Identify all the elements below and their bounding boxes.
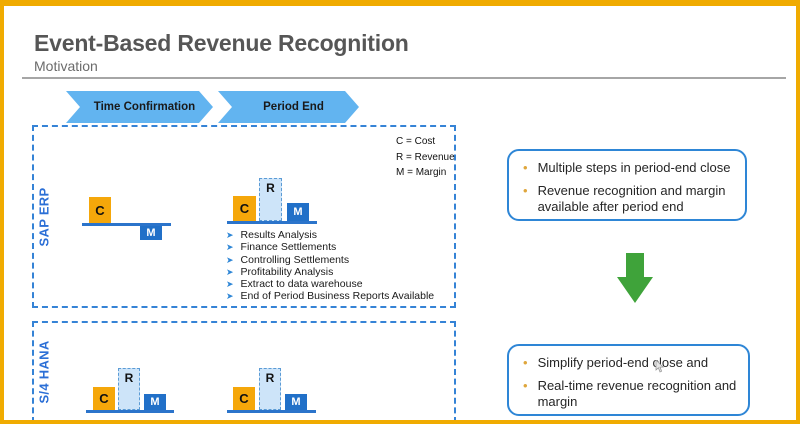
lane-label-sap-erp: SAP ERP bbox=[36, 187, 52, 246]
arrow-bullet-icon: ➤ bbox=[226, 230, 234, 240]
arrow-bullet-icon: ➤ bbox=[226, 254, 234, 265]
list-item: ➤ Extract to data warehouse bbox=[226, 278, 458, 290]
legend: C = Cost R = Revenue M = Margin bbox=[396, 134, 455, 181]
down-arrow bbox=[617, 253, 653, 303]
page-title: Event-Based Revenue Recognition bbox=[34, 30, 409, 56]
list-item-label: End of Period Business Reports Available bbox=[240, 290, 435, 303]
bullet-dot-icon: • bbox=[523, 378, 528, 393]
arrow-bullet-icon: ➤ bbox=[226, 279, 234, 290]
callout-erp-summary: • Multiple steps in period-end close • R… bbox=[507, 149, 747, 221]
callout-item: • Multiple steps in period-end close bbox=[519, 160, 737, 176]
margin-bar: M bbox=[287, 203, 309, 221]
arrow-bullet-icon: ➤ bbox=[226, 291, 234, 302]
margin-bar: M bbox=[140, 226, 162, 240]
cost-bar: C bbox=[233, 196, 256, 221]
callout-item: • Revenue recognition and margin availab… bbox=[519, 183, 737, 215]
legend-line-margin: M = Margin bbox=[396, 167, 447, 178]
legend-line-revenue: R = Revenue bbox=[396, 151, 455, 163]
process-step-label: Period End bbox=[263, 101, 324, 113]
bullet-dot-icon: • bbox=[523, 160, 528, 175]
chart-baseline bbox=[227, 221, 317, 224]
revenue-bar: R bbox=[259, 368, 281, 410]
legend-line-cost: C = Cost bbox=[396, 136, 436, 147]
list-item: ➤ Controlling Settlements bbox=[226, 254, 458, 266]
callout-item-label: Multiple steps in period-end close bbox=[537, 160, 731, 175]
lane-sap-erp: SAP ERP bbox=[32, 125, 456, 308]
cost-bar: C bbox=[93, 387, 115, 410]
erp-period-end-steps: ➤ Results Analysis ➤ Finance Settlements… bbox=[226, 229, 458, 303]
process-step-label: Time Confirmation bbox=[93, 101, 196, 113]
cost-bar: C bbox=[233, 387, 255, 410]
arrow-bullet-icon: ➤ bbox=[226, 242, 234, 253]
bullet-dot-icon: • bbox=[523, 183, 528, 198]
revenue-bar: R bbox=[259, 178, 282, 221]
list-item: ➤ Results Analysis bbox=[226, 229, 458, 241]
lane-label-s4-hana: S/4 HANA bbox=[36, 340, 52, 404]
list-item: ➤ Profitability Analysis bbox=[226, 266, 458, 278]
cost-bar: C bbox=[89, 197, 111, 223]
arrow-bullet-icon: ➤ bbox=[226, 266, 234, 277]
mouse-cursor-icon bbox=[655, 359, 664, 378]
list-item-label: Results Analysis bbox=[240, 229, 317, 241]
list-item: ➤ End of Period Business Reports Availab… bbox=[226, 290, 458, 302]
page-subtitle: Motivation bbox=[34, 58, 98, 74]
list-item-label: Profitability Analysis bbox=[240, 265, 334, 278]
process-step-time-confirmation: Time Confirmation bbox=[66, 91, 213, 123]
callout-hana-summary: • Simplify period-end close and • Real-t… bbox=[507, 344, 750, 416]
chart-baseline bbox=[86, 410, 174, 413]
callout-item-label: Real-time revenue recognition and margin bbox=[537, 378, 737, 409]
bullet-dot-icon: • bbox=[523, 355, 528, 370]
chart-baseline bbox=[82, 223, 171, 226]
title-divider bbox=[22, 77, 786, 79]
callout-item: • Real-time revenue recognition and marg… bbox=[519, 378, 740, 410]
margin-bar: M bbox=[144, 394, 166, 410]
callout-item-label: Simplify period-end close and bbox=[537, 355, 709, 370]
process-step-period-end: Period End bbox=[218, 91, 359, 123]
margin-bar: M bbox=[285, 394, 307, 410]
callout-item: • Simplify period-end close and bbox=[519, 355, 740, 371]
list-item-label: Extract to data warehouse bbox=[240, 278, 363, 291]
callout-item-label: Revenue recognition and margin available… bbox=[537, 183, 726, 214]
lane-s4-hana: S/4 HANA bbox=[32, 321, 456, 420]
list-item: ➤ Finance Settlements bbox=[226, 241, 458, 253]
chart-baseline bbox=[227, 410, 316, 413]
list-item-label: Controlling Settlements bbox=[240, 253, 350, 266]
list-item-label: Finance Settlements bbox=[240, 241, 337, 254]
revenue-bar: R bbox=[118, 368, 140, 410]
